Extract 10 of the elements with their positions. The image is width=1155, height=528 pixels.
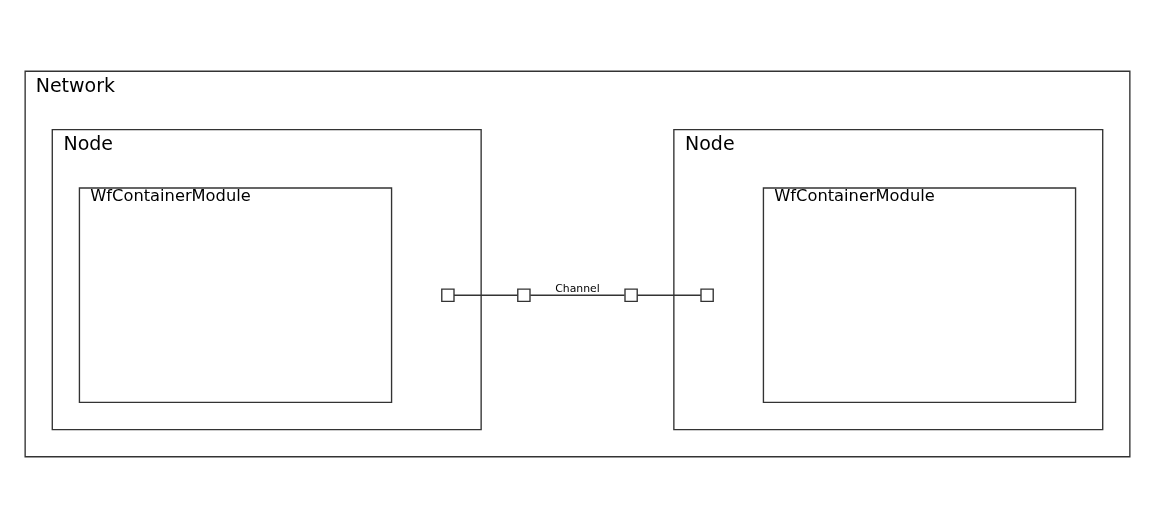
connector <box>636 294 702 296</box>
edge-label: Channel <box>555 281 600 295</box>
node-box <box>517 288 531 302</box>
node-box: WfContainerModule <box>762 187 1077 404</box>
node-box <box>624 288 638 302</box>
node-box: WfContainerModule <box>78 187 393 404</box>
node-box <box>441 288 455 302</box>
connector <box>453 294 519 296</box>
node-box <box>700 288 714 302</box>
connector <box>529 294 626 296</box>
